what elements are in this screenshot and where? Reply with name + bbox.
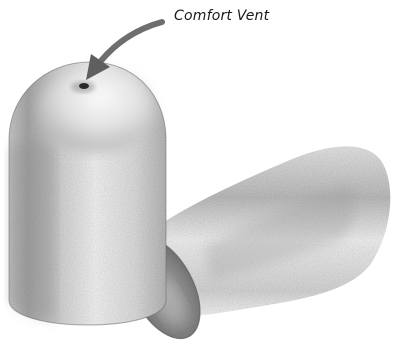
upright-earplug	[9, 62, 166, 325]
comfort-vent	[71, 81, 95, 93]
comfort-vent-label: Comfort Vent	[174, 8, 269, 24]
